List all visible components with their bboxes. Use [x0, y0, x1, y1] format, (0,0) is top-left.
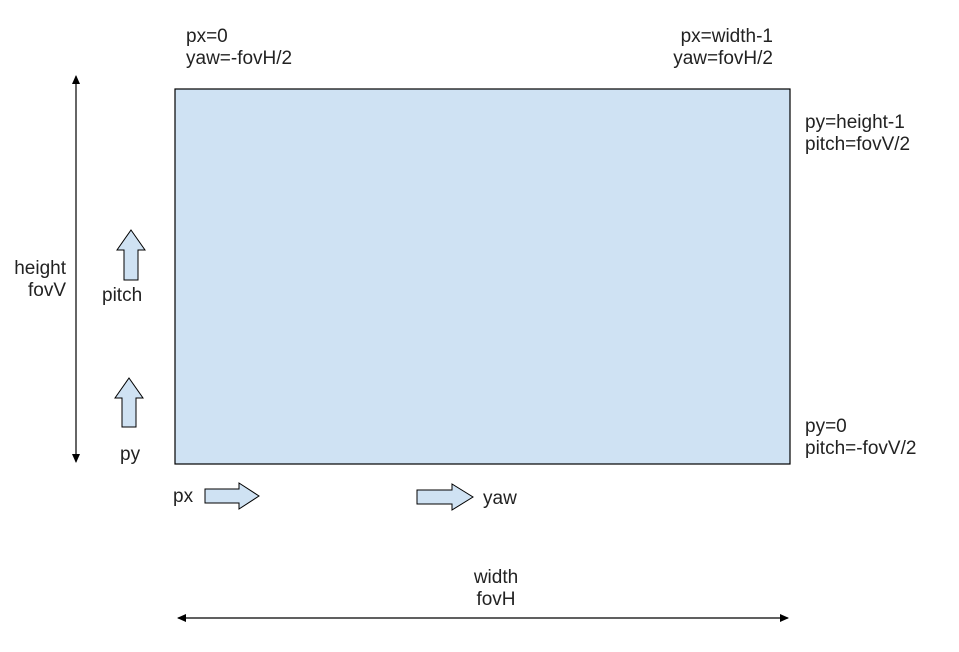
yaw-label: yaw: [483, 488, 517, 509]
right-top-pitch-text: pitch=fovV/2: [805, 134, 911, 155]
width-text: width: [473, 567, 519, 588]
right-bottom-pitch-text: pitch=-fovV/2: [805, 438, 917, 459]
right-bottom-corner-label: py=0 pitch=-fovV/2: [805, 416, 916, 460]
right-top-corner-label: py=height-1 pitch=fovV/2: [805, 112, 910, 156]
height-dimension-label: height fovV: [14, 258, 66, 302]
right-bottom-py-text: py=0: [805, 416, 847, 437]
top-right-yaw-text: yaw=fovH/2: [673, 48, 773, 69]
image-frame: [174, 88, 791, 465]
py-up-arrow-icon: [114, 377, 144, 428]
fovh-text: fovH: [476, 589, 516, 610]
fovv-text: fovV: [27, 280, 66, 301]
px-label: px: [173, 486, 194, 507]
top-left-yaw-text: yaw=-fovH/2: [186, 48, 293, 69]
px-right-arrow-icon: [204, 482, 260, 510]
pitch-label: pitch: [102, 285, 143, 306]
top-left-corner-label: px=0 yaw=-fovH/2: [186, 26, 292, 70]
top-right-px-text: px=width-1: [680, 26, 773, 47]
yaw-right-arrow-icon: [416, 483, 474, 511]
top-left-px-text: px=0: [186, 26, 228, 47]
top-right-corner-label: px=width-1 yaw=fovH/2: [673, 26, 773, 70]
pitch-up-arrow-icon: [116, 229, 146, 281]
height-text: height: [14, 258, 66, 279]
py-label: py: [120, 444, 141, 465]
width-dimension-label: width fovH: [446, 567, 546, 611]
right-top-py-text: py=height-1: [805, 112, 905, 133]
